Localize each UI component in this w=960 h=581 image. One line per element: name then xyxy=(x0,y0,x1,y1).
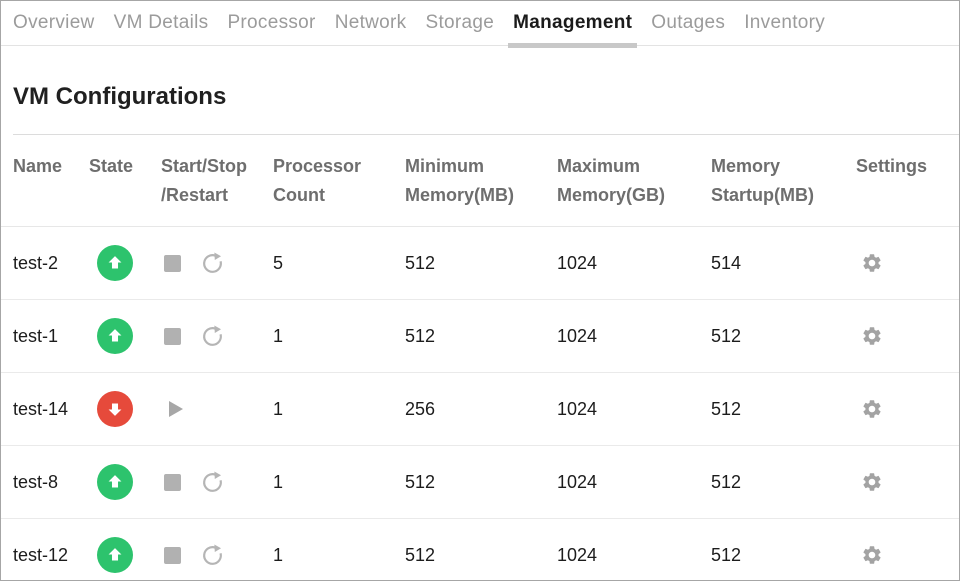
max-memory: 1024 xyxy=(557,544,598,565)
gear-icon[interactable] xyxy=(856,544,959,566)
col-header-processor-count: Processor Count xyxy=(273,156,362,205)
processor-count: 1 xyxy=(273,471,284,492)
vm-name: test-8 xyxy=(13,471,59,492)
min-memory: 512 xyxy=(405,252,436,273)
table-row-test-8: test-8 1 512 1024 512 xyxy=(1,446,959,519)
tab-processor[interactable]: Processor xyxy=(227,12,316,33)
table-row-test-12: test-12 1 512 1024 512 xyxy=(1,519,959,580)
col-header-state: State xyxy=(89,156,134,176)
gear-icon[interactable] xyxy=(856,252,959,274)
page-title: VM Configurations xyxy=(13,83,227,110)
col-header-memory-startup: Memory Startup(MB) xyxy=(711,156,814,205)
tab-storage[interactable]: Storage xyxy=(425,12,495,33)
min-memory: 512 xyxy=(405,544,436,565)
table-row-test-1: test-1 1 512 1024 512 xyxy=(1,300,959,373)
stop-icon[interactable] xyxy=(164,327,181,345)
max-memory: 1024 xyxy=(557,471,598,492)
state-up-badge xyxy=(97,318,133,354)
min-memory: 256 xyxy=(405,398,436,419)
vm-name: test-12 xyxy=(13,544,69,565)
state-down-badge xyxy=(97,391,133,427)
tab-network[interactable]: Network xyxy=(334,12,407,33)
max-memory: 1024 xyxy=(557,325,598,346)
up-arrow-circle-icon xyxy=(104,325,126,347)
restart-icon[interactable] xyxy=(200,543,225,568)
memory-startup: 512 xyxy=(711,544,742,565)
max-memory: 1024 xyxy=(557,398,598,419)
section-header: VM Configurations xyxy=(13,46,959,135)
up-arrow-circle-icon xyxy=(104,471,126,493)
top-tab-bar: Overview VM Details Processor Network St… xyxy=(1,1,959,48)
col-header-start-stop-restart: Start/Stop /Restart xyxy=(161,156,248,205)
state-up-badge xyxy=(97,464,133,500)
gear-icon[interactable] xyxy=(856,471,959,493)
min-memory: 512 xyxy=(405,325,436,346)
memory-startup: 514 xyxy=(711,252,742,273)
tab-inventory[interactable]: Inventory xyxy=(744,12,826,33)
memory-startup: 512 xyxy=(711,398,742,419)
table-header-row: Name State Start/Stop /Restart Processor… xyxy=(1,135,959,227)
tab-outages[interactable]: Outages xyxy=(651,12,726,33)
processor-count: 5 xyxy=(273,252,284,273)
vm-name: test-1 xyxy=(13,325,59,346)
processor-count: 1 xyxy=(273,398,284,419)
restart-icon[interactable] xyxy=(200,251,225,276)
tab-management[interactable]: Management xyxy=(508,1,638,48)
state-up-badge xyxy=(97,245,133,281)
gear-icon[interactable] xyxy=(856,325,959,347)
min-memory: 512 xyxy=(405,471,436,492)
col-header-name: Name xyxy=(13,156,63,176)
max-memory: 1024 xyxy=(557,252,598,273)
col-header-maximum-memory: Maximum Memory(GB) xyxy=(557,156,666,205)
stop-icon[interactable] xyxy=(164,254,181,272)
down-arrow-circle-icon xyxy=(104,398,126,420)
gear-icon[interactable] xyxy=(856,398,959,420)
col-header-settings: Settings xyxy=(856,156,928,176)
play-icon[interactable] xyxy=(161,397,187,421)
processor-count: 1 xyxy=(273,544,284,565)
stop-icon[interactable] xyxy=(164,473,181,491)
restart-icon[interactable] xyxy=(200,324,225,349)
stop-icon[interactable] xyxy=(164,546,181,564)
restart-icon[interactable] xyxy=(200,470,225,495)
table-row-test-2: test-2 5 512 1024 514 xyxy=(1,227,959,300)
col-header-minimum-memory: Minimum Memory(MB) xyxy=(405,156,515,205)
tab-overview[interactable]: Overview xyxy=(13,12,95,33)
vm-name: test-14 xyxy=(13,398,69,419)
up-arrow-circle-icon xyxy=(104,252,126,274)
table-row-test-14: test-14 1 256 1024 512 xyxy=(1,373,959,446)
memory-startup: 512 xyxy=(711,325,742,346)
tab-vm-details[interactable]: VM Details xyxy=(113,12,209,33)
vm-name: test-2 xyxy=(13,252,59,273)
up-arrow-circle-icon xyxy=(104,544,126,566)
memory-startup: 512 xyxy=(711,471,742,492)
state-up-badge xyxy=(97,537,133,573)
processor-count: 1 xyxy=(273,325,284,346)
